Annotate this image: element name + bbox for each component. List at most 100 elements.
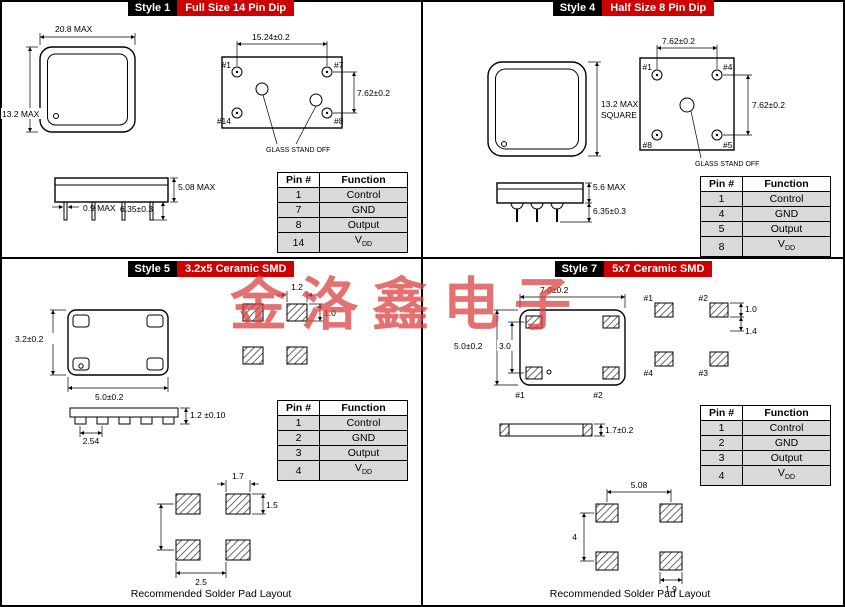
pin-cell: GND: [742, 435, 831, 451]
style5-drawings: 3.2±0.2 5.0±0.2 1.2 1.0: [13, 282, 336, 587]
pin-label: #7: [334, 60, 344, 70]
style7-body-height-dim: 5.0±0.2: [452, 309, 518, 386]
column-header: Pin #: [700, 176, 743, 192]
package-outline: [487, 61, 587, 157]
watermark: 金洛鑫电子: [230, 272, 585, 338]
column-header: Function: [742, 176, 831, 192]
pin-cell: VDD: [742, 235, 831, 258]
dim-label: 7.62±0.2: [357, 88, 390, 98]
column-header: Pin #: [277, 172, 320, 188]
style4-package-top-view: [487, 61, 587, 157]
dim-label: 7.0±0.2: [540, 285, 569, 295]
pin1-marker: [501, 141, 507, 147]
pin-label: #1: [515, 390, 525, 400]
style5-pad-layout: [242, 303, 308, 365]
side-body: [496, 182, 584, 204]
style7-header-title: 5x7 Ceramic SMD: [604, 261, 713, 277]
pin1-marker: [78, 363, 84, 369]
style4-header-label: Style 4: [552, 0, 603, 16]
style1-body-height-dim: 13.2 MAX: [1, 46, 45, 133]
dim-label: 1.7: [232, 471, 244, 481]
pin-cell: 1: [700, 420, 743, 436]
style1-pin-view: [221, 56, 343, 129]
pin1-marker: [53, 113, 59, 119]
pin-label: #4: [644, 368, 654, 378]
style5-land-height-dim: 1.5: [252, 493, 278, 515]
pin-cell: Output: [319, 445, 408, 461]
style4-header-title: Half Size 8 Pin Dip: [602, 0, 715, 16]
dim-label: 1.0: [324, 308, 336, 318]
style1-drawings: 20.8 MAX 13.2 MAX #1 #7 #14 #8 15.24±0.2: [1, 24, 390, 221]
style7-solder-pad-layout: [595, 503, 683, 571]
dim-label: 1.7±0.2: [605, 425, 634, 435]
pin-cell: 5: [700, 221, 743, 237]
pin-label: #2: [699, 293, 709, 303]
pin1-marker: [546, 369, 552, 375]
dim-label: 15.24±0.2: [252, 32, 290, 42]
pin-label: #3: [699, 368, 709, 378]
pin-label: #1: [222, 60, 232, 70]
style1-glass-standoff-callout: GLASS STAND OFF: [262, 94, 330, 154]
style5-thickness-dim: 1.2 ±0.10: [180, 407, 226, 425]
style7-pad-layout: [654, 302, 729, 367]
glass-standoff: [255, 82, 269, 96]
style5-package-top-view: [67, 309, 169, 376]
pin-label: #1: [644, 293, 654, 303]
dim-label: 5.0±0.2: [95, 392, 124, 402]
glass-standoff: [309, 93, 323, 107]
style1-package-top-view: [39, 46, 136, 133]
style5-header-label: Style 5: [127, 261, 177, 277]
dim-label: 5.08: [631, 480, 648, 490]
pin-label: #1: [643, 62, 653, 72]
dim-label: 1.5: [266, 500, 278, 510]
style1-header-label: Style 1: [127, 0, 178, 16]
dim-label: 3.2±0.2: [15, 334, 44, 344]
style7-body-width-dim: 7.0±0.2: [519, 285, 626, 308]
style1-lead-width-dim: 0.9 MAX: [52, 203, 116, 213]
column-header: Pin #: [700, 405, 743, 421]
style7-header-label: Style 7: [554, 261, 605, 277]
style1-lead-length-dim: 6.35±0.3: [120, 202, 167, 221]
dim-label: 1.4: [745, 326, 757, 336]
column-header: Function: [319, 400, 408, 416]
dim-label: 3.0: [499, 341, 511, 351]
table-header-row: Pin #Function: [700, 405, 831, 421]
dim-label: 13.2 MAX: [601, 99, 639, 109]
pin-cell: 1: [700, 191, 743, 207]
style7-pad-width-dim: 1.0: [730, 302, 757, 318]
pin-label: #14: [217, 116, 231, 126]
dim-label: 5.6 MAX: [593, 182, 626, 192]
style5-pad-width-dim: 1.2: [277, 282, 317, 302]
pin-view-outline: [639, 57, 735, 151]
side-body: [54, 177, 169, 203]
style4-body-size-dim: 13.2 MAX SQUARE: [588, 61, 639, 157]
dim-label: 1.2: [291, 282, 303, 292]
pin-cell: Output: [742, 450, 831, 466]
pin-cell: Output: [319, 217, 408, 233]
style5-pad-height-dim: 1.0: [309, 303, 336, 322]
dim-label: 1.2 ±0.10: [190, 410, 226, 420]
dim-label: 5.0±0.2: [454, 341, 483, 351]
dim-label: 6.35±0.3: [593, 206, 626, 216]
dim-label: 2.54: [83, 436, 100, 446]
glass-standoff: [679, 97, 695, 113]
pin-cell: Output: [742, 221, 831, 237]
style5-land-width-dim: 1.7: [217, 471, 259, 492]
style7-pad-gap-dim: 1.4: [730, 317, 757, 336]
dim-label: 0.9 MAX: [83, 203, 116, 213]
style1-height-dim: 5.08 MAX: [170, 177, 216, 203]
style1-side-view: [54, 177, 169, 221]
package-outline: [39, 46, 136, 133]
pin-cell: 8: [277, 217, 320, 233]
